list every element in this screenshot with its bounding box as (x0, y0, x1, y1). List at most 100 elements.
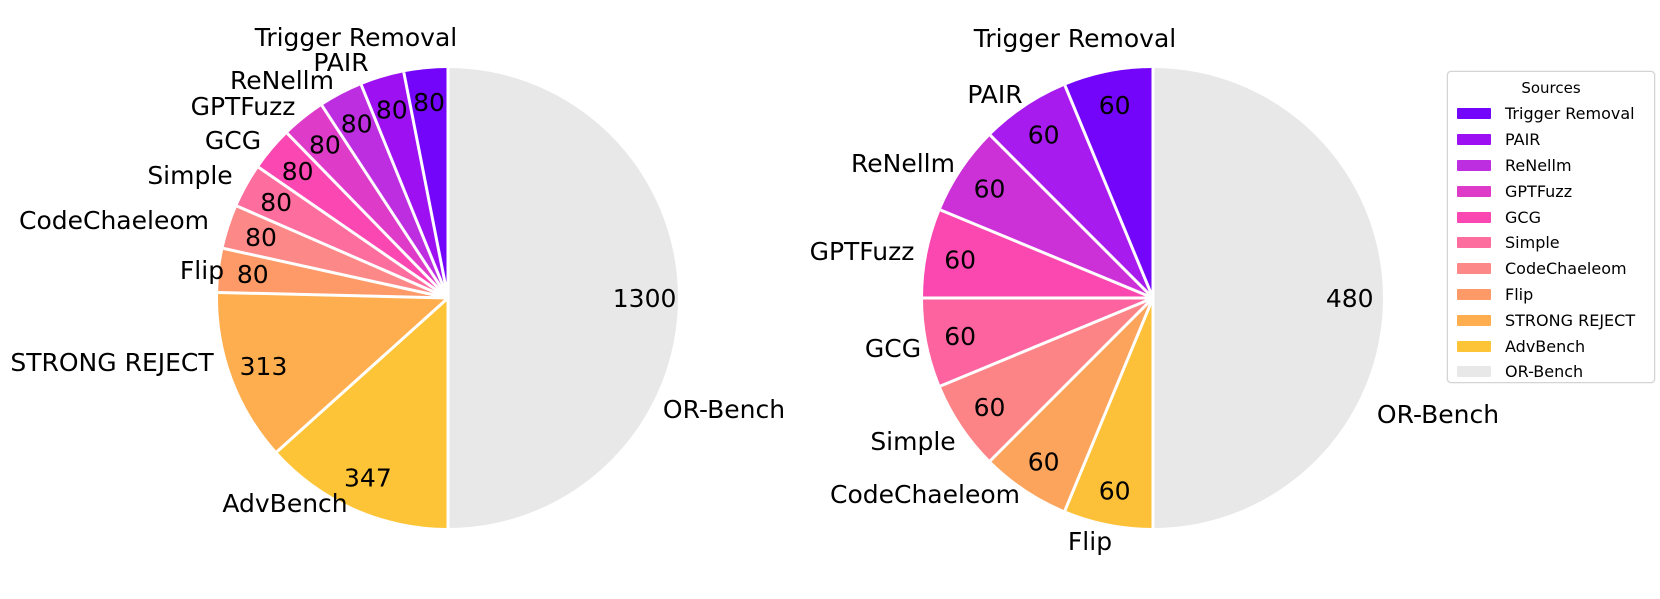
left-pie-slice-renellm (321, 84, 448, 298)
right-pie-slice-renellm (940, 135, 1153, 298)
left-pie-value-gptfuzz: 80 (309, 130, 341, 159)
legend-title: Sources (1521, 79, 1581, 97)
right-pie-separator (1063, 297, 1155, 512)
right-pie-separator (939, 296, 1154, 388)
legend-box: Sources Trigger Removal PAIR ReNellm GPT… (1447, 71, 1655, 383)
legend-item-label: GCG (1505, 207, 1541, 227)
left-pie-label-simple: Simple (147, 161, 232, 190)
right-pie-value-flip: 60 (1099, 477, 1131, 506)
legend-swatch-icon (1457, 159, 1491, 171)
right-pie-slice-pair (990, 85, 1153, 298)
legend-item-codechaeleom: CodeChaeleom (1448, 256, 1654, 282)
legend-item-pair: PAIR (1448, 127, 1654, 153)
legend-item-flip: Flip (1448, 282, 1654, 308)
right-pie-value-pair: 60 (1028, 120, 1060, 149)
right-pie-value-gcg: 60 (944, 322, 976, 351)
left-pie-slice-gptfuzz (287, 105, 448, 298)
right-pie-label-simple: Simple (870, 427, 955, 456)
left-pie-value-renellm: 80 (341, 110, 373, 139)
right-pie-slice-flip (1064, 298, 1153, 528)
legend-item-trigger-removal: Trigger Removal (1448, 101, 1654, 127)
right-pie-value-gptfuzz: 60 (944, 245, 976, 274)
right-pie-separator (989, 134, 1155, 300)
left-pie-separator (402, 71, 450, 299)
legend-item-label: STRONG REJECT (1505, 310, 1636, 330)
legend-item-label: ReNellm (1505, 155, 1572, 175)
legend-item-label: OR-Bench (1505, 362, 1584, 382)
left-pie-label-advbench: AdvBench (222, 489, 347, 518)
left-pie-label-gcg: GCG (205, 126, 261, 155)
right-pie-label-codechaeleom: CodeChaeleom (830, 480, 1020, 509)
legend-item-gcg: GCG (1448, 204, 1654, 230)
legend-item-label: Trigger Removal (1505, 104, 1635, 124)
right-pie-slice-or-bench (1153, 68, 1383, 528)
left-pie-separator (286, 132, 450, 300)
legend-item-advbench: AdvBench (1448, 333, 1654, 359)
left-pie-separator (218, 290, 449, 300)
right-pie-value-or-bench: 480 (1326, 284, 1374, 313)
left-pie-separator (257, 166, 449, 300)
left-pie-separator (320, 104, 450, 299)
left-pie-label-trigger-removal: Trigger Removal (254, 23, 458, 52)
right-pie-slice-trigger-removal (1064, 68, 1153, 298)
legend-item-label: CodeChaeleom (1505, 259, 1627, 279)
left-pie-label-renellm: ReNellm (230, 66, 334, 95)
left-pie-slice-strong-reject (218, 292, 448, 452)
right-pie-slice-simple (940, 298, 1153, 461)
legend-swatch-icon (1457, 288, 1491, 300)
left-pie-value-flip: 80 (237, 260, 269, 289)
left-pie-label-pair: PAIR (313, 48, 368, 77)
right-pie-slice-gptfuzz (923, 209, 1153, 298)
right-pie-slice-codechaeleom (990, 298, 1153, 511)
right-pie-value-trigger-removal: 60 (1099, 91, 1131, 120)
left-pie-slice-gcg (258, 133, 448, 298)
left-pie-value-trigger-removal: 80 (413, 88, 445, 117)
right-pie-slice-gcg (923, 298, 1153, 387)
legend-swatch-icon (1457, 134, 1491, 146)
right-pie-label-pair: PAIR (967, 80, 1022, 109)
left-pie-label-flip: Flip (180, 256, 224, 285)
legend-item-simple: Simple (1448, 230, 1654, 256)
right-pie-label-or-bench: OR-Bench (1377, 400, 1499, 429)
legend-swatch-icon (1457, 185, 1491, 197)
legend-swatch-icon (1457, 366, 1491, 378)
legend-item-label: AdvBench (1505, 336, 1586, 356)
legend-swatch-icon (1457, 340, 1491, 352)
right-pie-label-gcg: GCG (865, 334, 921, 363)
right-pie-value-simple: 60 (974, 393, 1006, 422)
left-pie-value-or-bench: 1300 (613, 284, 677, 313)
left-pie-value-codechaeleom: 80 (245, 223, 277, 252)
legend-items: Trigger Removal PAIR ReNellm GPTFuzz GCG… (1448, 101, 1654, 385)
legend-item-strong-reject: STRONG REJECT (1448, 307, 1654, 333)
legend-item-label: GPTFuzz (1505, 181, 1573, 201)
left-pie-value-gcg: 80 (282, 157, 314, 186)
legend-swatch-icon (1457, 314, 1491, 326)
left-pie-value-advbench: 347 (344, 463, 392, 492)
right-pie-separator (939, 208, 1154, 300)
legend-item-label: PAIR (1505, 130, 1541, 150)
legend-item-renellm: ReNellm (1448, 153, 1654, 179)
right-pie-value-renellm: 60 (974, 174, 1006, 203)
left-pie-value-pair: 80 (376, 95, 408, 124)
right-pie-label-renellm: ReNellm (851, 149, 955, 178)
left-pie-label-codechaeleom: CodeChaeleom (19, 206, 209, 235)
left-pie-slice-advbench (276, 298, 448, 528)
legend-swatch-icon (1457, 237, 1491, 249)
right-pie-separator (1063, 84, 1155, 299)
legend-swatch-icon (1457, 108, 1491, 120)
legend-swatch-icon (1457, 211, 1491, 223)
legend-item-or-bench: OR-Bench (1448, 359, 1654, 385)
legend-item-gptfuzz: GPTFuzz (1448, 178, 1654, 204)
left-pie-label-or-bench: OR-Bench (663, 395, 785, 424)
left-pie-separator (275, 296, 450, 453)
left-pie-label-strong-reject: STRONG REJECT (10, 348, 214, 377)
left-pie-value-simple: 80 (260, 188, 292, 217)
left-pie-value-strong-reject: 313 (240, 352, 288, 381)
left-pie-separator (223, 246, 449, 300)
legend-item-label: Flip (1505, 284, 1534, 304)
left-pie-separator (236, 204, 449, 300)
